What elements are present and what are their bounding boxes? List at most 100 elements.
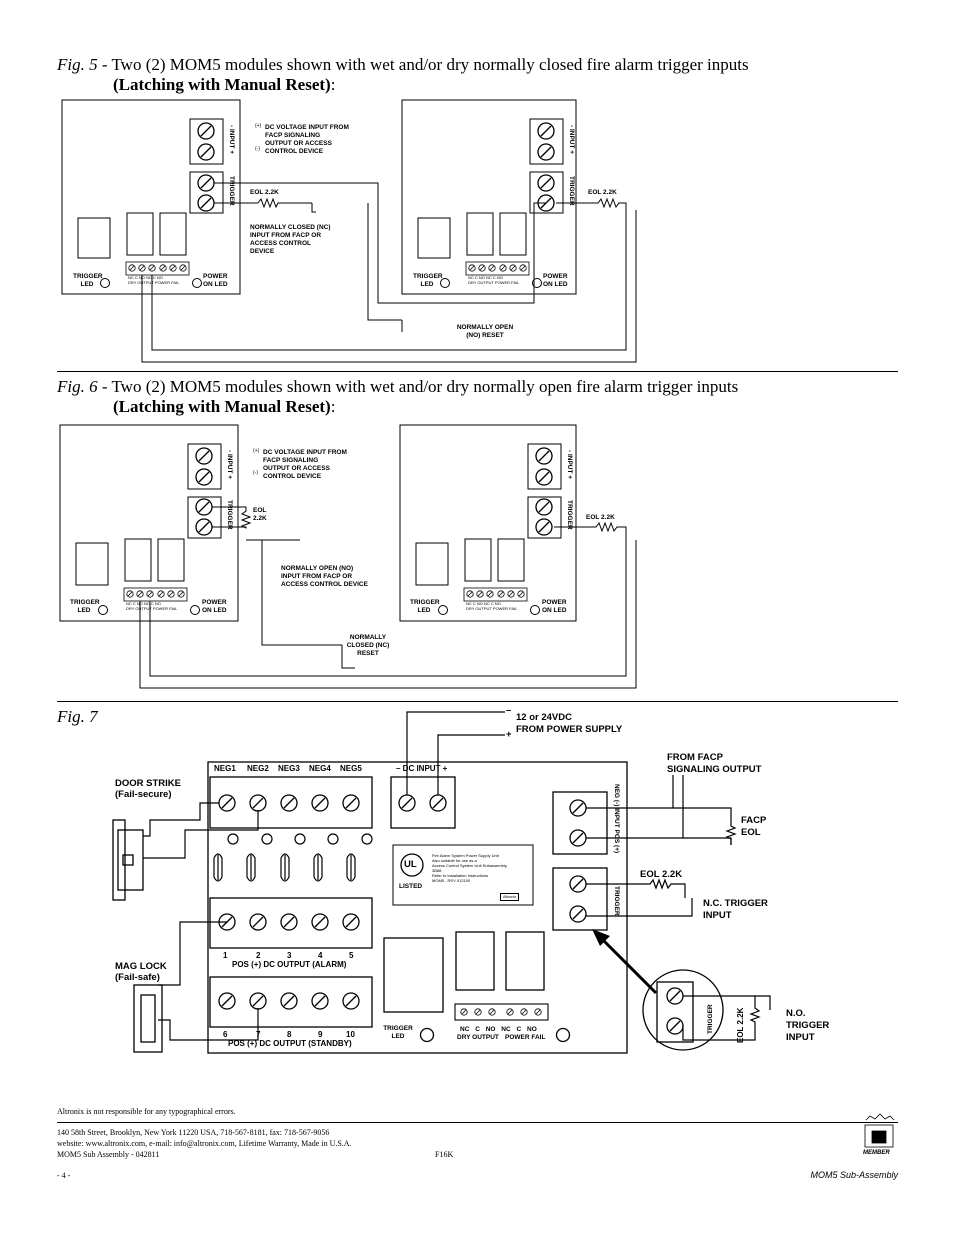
fig5-left-terminal-groups: DRY OUTPUT POWER FAIL: [128, 280, 180, 285]
fig6-right-power-led-2: ON LED: [542, 607, 567, 614]
fig6-dc-note-2: FACP SIGNALING: [263, 457, 319, 464]
fig7-standby-6: 6: [223, 1030, 228, 1039]
fig7-dc-input: – DC INPUT +: [396, 764, 448, 773]
fig7-from-facp-1: FROM FACP: [667, 752, 723, 763]
fig6-eol-right: EOL 2.2K: [586, 514, 615, 521]
fig5-eol-left: EOL 2.2K: [250, 189, 279, 196]
fig5-left-trigger-led: TRIGGER LED: [73, 273, 103, 289]
fig6-right-input-label: - INPUT +: [566, 450, 573, 480]
fig6-reset-note: NORMALLY CLOSED (NC) RESET: [336, 634, 400, 658]
fig7-standby-7: 7: [256, 1030, 261, 1039]
footer-rule: [57, 1122, 898, 1123]
fig5-nc-note: NORMALLY CLOSED (NC) INPUT FROM FACP OR …: [250, 224, 331, 256]
fig7-alarm-3: 3: [287, 951, 292, 960]
fig7-trigger-led: TRIGGER LED: [381, 1025, 415, 1041]
fig5-right-power-led: POWER ON LED: [543, 273, 568, 289]
fig5-module-right: [401, 99, 577, 295]
ul-text-5: Refer to Installation Instructions: [432, 873, 489, 878]
fig6-subtitle-text: (Latching with Manual Reset): [113, 397, 331, 416]
fig6-reset-note-3: RESET: [357, 650, 379, 657]
fig7-no-trigger-1: N.O.: [786, 1008, 806, 1019]
fig7-relay-terms: NC C NO NC C NO: [460, 1026, 537, 1034]
fig5-nc-note-4: DEVICE: [250, 248, 275, 255]
fig7-facp-eol-2: EOL: [741, 827, 761, 838]
fig7-eol: EOL 2.2K: [640, 869, 683, 880]
ul-listed: LISTED: [399, 883, 423, 890]
ul-text-6: MOM5 - REV 012100: [432, 878, 471, 883]
fig7-alarm-2: 2: [256, 951, 261, 960]
fig7-alarm-4: 4: [318, 951, 323, 960]
fig6-minus: (-): [253, 470, 258, 476]
fig5-left-power-led-1: POWER: [203, 273, 228, 280]
fig6-dc-note-1: DC VOLTAGE INPUT FROM: [263, 449, 347, 456]
fig7-neg5: NEG5: [340, 764, 362, 773]
fig7-mag-lock: MAG LOCK (Fail-safe): [115, 961, 167, 983]
fig6-right-power-led: POWER ON LED: [542, 599, 567, 615]
fig5-left-trigger-led-1: TRIGGER: [73, 273, 103, 280]
fig6-left-terminal-groups: DRY OUTPUT POWER FAIL: [126, 606, 178, 611]
fig6-reset-note-2: CLOSED (NC): [346, 642, 390, 649]
fig6-title: Fig. 6 - Two (2) MOM5 modules shown with…: [57, 376, 738, 397]
fig5-left-trigger: TRIGGER: [228, 176, 235, 206]
fig5-title: Fig. 5 - Two (2) MOM5 modules shown with…: [57, 54, 749, 75]
fig5-left-power-led: POWER ON LED: [203, 273, 228, 289]
fig5-nc-note-1: NORMALLY CLOSED (NC): [250, 224, 331, 231]
fig7-no-trigger-3: INPUT: [786, 1032, 815, 1043]
fig7-neg1: NEG1: [214, 764, 236, 773]
fig5-diagram: [61, 99, 637, 363]
fig5-nc-note-3: ACCESS CONTROL: [250, 240, 312, 247]
fig7-input-side: NEG (-) INPUT POS (+): [613, 784, 620, 854]
fig6-left-trigger-led: TRIGGER LED: [70, 599, 100, 615]
fig6-left-trigger-led-2: LED: [77, 607, 91, 614]
website: website: www.altronix.com, e-mail: info@…: [57, 1139, 352, 1148]
fig6-plus: (+): [253, 448, 260, 454]
fig5-left-trigger-led-2: LED: [80, 281, 94, 288]
fig7-power-supply: 12 or 24VDC FROM POWER SUPPLY: [516, 712, 622, 736]
fig5-right-terminals: NC C NO NC C NO: [468, 275, 503, 280]
fig5-left-input-label: - INPUT +: [228, 125, 235, 155]
fig6-label: Fig. 6: [57, 377, 98, 396]
altronix-logo: Altronix: [500, 893, 520, 901]
fig5-eol-right: EOL 2.2K: [588, 189, 617, 196]
fig5-left-power-led-2: ON LED: [203, 281, 228, 288]
fig6-no-note-1: NORMALLY OPEN (NO): [281, 565, 354, 572]
fig6-right-trigger-led: TRIGGER LED: [410, 599, 440, 615]
fig5-right-power-led-1: POWER: [543, 273, 568, 280]
fig5-dc-note-3: OUTPUT OR ACCESS: [265, 140, 332, 147]
ul-text-1: Fire Alarm System Power Supply Unit: [432, 853, 499, 858]
fig6-left-power-led-1: POWER: [202, 599, 227, 606]
fig7-title: Fig. 7: [57, 706, 98, 727]
fig7-facp-eol: FACP EOL: [741, 815, 766, 839]
page-number: - 4 -: [57, 1171, 71, 1180]
fig5-right-input-label: - INPUT +: [568, 125, 575, 155]
fig7-mag-lock-2: (Fail-safe): [115, 972, 160, 983]
fig6-no-note-2: INPUT FROM FACP OR: [281, 573, 353, 580]
fig6-right-power-led-1: POWER: [542, 599, 567, 606]
ul-label-text: Fire Alarm System Power Supply Unit Also…: [432, 853, 508, 883]
fig5-right-trigger-led: TRIGGER LED: [413, 273, 443, 289]
doc-number: MOM5 Sub Assembly - 042811: [57, 1150, 160, 1159]
fig7-term-no1: NO: [485, 1026, 496, 1033]
door-strike-device: [112, 819, 144, 901]
fig7-term-nc1: NC: [460, 1026, 470, 1033]
fig7-no-trigger-vertical: TRIGGER: [707, 1004, 714, 1034]
fig7-from-facp-2: SIGNALING OUTPUT: [667, 764, 762, 775]
fig7-alarm-1: 1: [223, 951, 228, 960]
fig6-reset-note-1: NORMALLY: [349, 634, 387, 641]
fig5-module-left: [61, 99, 241, 295]
divider-2: [57, 701, 898, 702]
fig7-plus-sign: +: [506, 729, 512, 740]
mag-lock-device: [133, 984, 163, 1053]
disclaimer: Altronix is not responsible for any typo…: [57, 1107, 236, 1116]
fig7-nc-trigger: N.C. TRIGGER INPUT: [703, 898, 768, 922]
ul-text-3: Access Control System Unit Subassembly.: [432, 863, 508, 868]
fig5-plus: (+): [255, 123, 262, 129]
fig6-text: - Two (2) MOM5 modules shown with wet an…: [97, 377, 739, 396]
fig6-right-terminal-groups: DRY OUTPUT POWER FAIL: [466, 606, 518, 611]
fig5-right-terminal-groups: DRY OUTPUT POWER FAIL: [468, 280, 520, 285]
code: F16K: [435, 1150, 454, 1159]
fig7-alarm-label: POS (+) DC OUTPUT (ALARM): [232, 960, 347, 969]
fig5-dc-note-2: FACP SIGNALING: [265, 132, 321, 139]
fig7-power-supply-2: FROM POWER SUPPLY: [516, 724, 623, 735]
